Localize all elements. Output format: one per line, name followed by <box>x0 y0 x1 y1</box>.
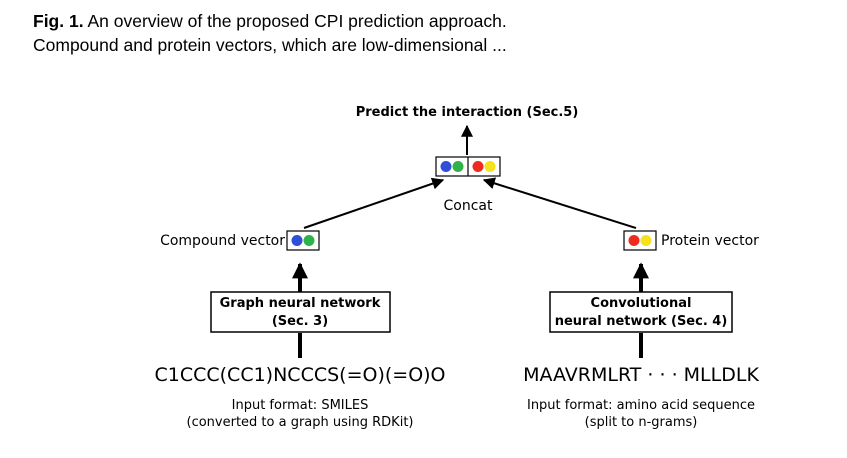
concat-dot-red <box>472 161 484 172</box>
caption-text-1: An overview of the proposed CPI predicti… <box>87 11 507 31</box>
concat-dot-yellow <box>484 161 496 172</box>
concat-label: Concat <box>444 198 493 214</box>
gnn-label-line1: Graph neural network <box>220 296 381 311</box>
compound-vector-label: Compound vector <box>160 233 285 249</box>
concat-dot-blue <box>440 161 452 172</box>
protein-dot-yellow <box>640 235 652 246</box>
protein-vector-label: Protein vector <box>661 233 759 249</box>
cnn-label-line1: Convolutional <box>591 296 692 311</box>
protein-vector <box>623 230 657 251</box>
concat-dot-green <box>452 161 464 172</box>
input-right-line1: Input format: amino acid sequence <box>527 398 755 413</box>
input-right-line2: (split to n-grams) <box>585 415 698 430</box>
arrow-protein-to-concat <box>482 177 637 229</box>
cnn-label-line2: neural network (Sec. 4) <box>555 314 728 329</box>
figure-label: Fig. 1. <box>33 11 84 31</box>
compound-vector <box>286 230 320 251</box>
caption-line-2: Compound and protein vectors, which are … <box>33 35 507 55</box>
arrow-compound-to-concat <box>303 177 445 229</box>
compound-dot-green <box>303 235 315 246</box>
protein-dot-red <box>628 235 640 246</box>
figure-caption: Fig. 1. An overview of the proposed CPI … <box>33 9 507 57</box>
predict-label: Predict the interaction (Sec.5) <box>356 105 579 120</box>
compound-dot-blue <box>291 235 303 246</box>
gnn-box: Graph neural network (Sec. 3) <box>210 291 391 333</box>
input-left-line1: Input format: SMILES <box>232 398 369 413</box>
gnn-label-line2: (Sec. 3) <box>272 314 328 329</box>
input-left-line2: (converted to a graph using RDKit) <box>187 415 414 430</box>
smiles-string: C1CCC(CC1)NCCCS(=O)(=O)O <box>154 364 445 386</box>
caption-line-1: Fig. 1. An overview of the proposed CPI … <box>33 9 507 33</box>
cnn-box: Convolutional neural network (Sec. 4) <box>549 291 733 333</box>
sequence-string: MAAVRMLRT · · · MLLDLK <box>523 364 759 386</box>
concat-vector <box>435 156 501 177</box>
